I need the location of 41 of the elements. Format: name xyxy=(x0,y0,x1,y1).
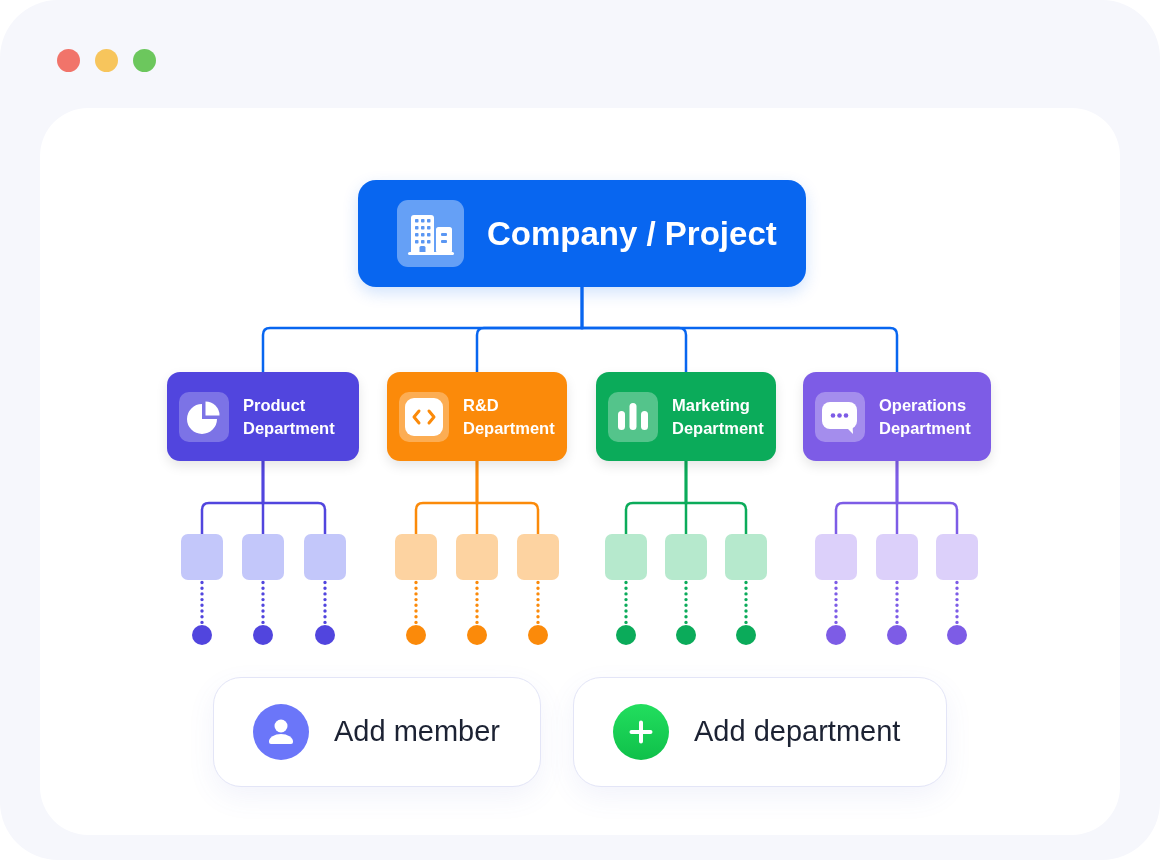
dotted-line xyxy=(895,580,899,625)
placeholder-card xyxy=(242,534,284,580)
placeholder-card xyxy=(725,534,767,580)
dotted-line xyxy=(414,580,418,625)
node-title: R&D Department xyxy=(463,394,555,439)
placeholder-card xyxy=(815,534,857,580)
dotted-line xyxy=(323,580,327,625)
node-title: Marketing Department xyxy=(672,394,764,439)
node-title: Product Department xyxy=(243,394,335,439)
connector-line xyxy=(580,287,899,372)
root-card xyxy=(358,180,806,287)
placeholder-card xyxy=(605,534,647,580)
department-card xyxy=(387,372,567,461)
department-card xyxy=(803,372,991,461)
placeholder-card xyxy=(876,534,918,580)
placeholder-card xyxy=(395,534,437,580)
connector-line xyxy=(684,461,748,534)
node-title: Company / Project xyxy=(487,213,777,254)
department-card xyxy=(596,372,776,461)
placeholder-card xyxy=(304,534,346,580)
dotted-line xyxy=(834,580,838,625)
dotted-line xyxy=(200,580,204,625)
action-button: Add department xyxy=(573,677,947,787)
action-button: Add member xyxy=(213,677,541,787)
connector-line xyxy=(895,461,959,534)
node-title: Operations Department xyxy=(879,394,971,439)
placeholder-card xyxy=(936,534,978,580)
dotted-line xyxy=(261,580,265,625)
connector-line xyxy=(475,461,540,534)
connector-line xyxy=(261,461,327,534)
dotted-line xyxy=(536,580,540,625)
dotted-line xyxy=(475,580,479,625)
department-card xyxy=(167,372,359,461)
dotted-line xyxy=(624,580,628,625)
dotted-line xyxy=(744,580,748,625)
dotted-line xyxy=(955,580,959,625)
placeholder-card xyxy=(665,534,707,580)
placeholder-card xyxy=(456,534,498,580)
placeholder-card xyxy=(181,534,223,580)
placeholder-card xyxy=(517,534,559,580)
dotted-line xyxy=(684,580,688,625)
